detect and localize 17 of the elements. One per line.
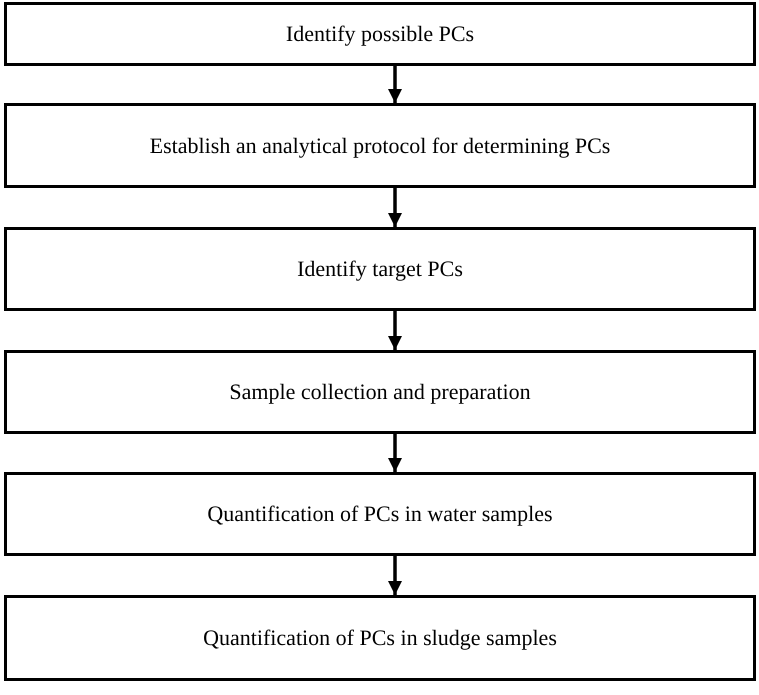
arrow <box>388 311 402 350</box>
process-box <box>4 350 756 434</box>
process-box <box>4 472 756 556</box>
arrow <box>388 188 402 227</box>
step-text: Identify target PCs <box>297 256 463 282</box>
process-box <box>4 227 756 311</box>
arrow <box>388 66 402 103</box>
process-box <box>4 595 756 681</box>
step-text: Establish an analytical protocol for determining PCs <box>150 132 610 158</box>
step-text: Quantification of PCs in sludge samples <box>203 625 557 651</box>
step-text: Sample collection and preparation <box>229 379 531 405</box>
step-text: Quantification of PCs in water samples <box>207 501 553 527</box>
process-box <box>4 2 756 66</box>
step-text: Identify possible PCs <box>286 21 474 47</box>
arrow <box>388 556 402 595</box>
process-box <box>4 103 756 188</box>
arrow <box>388 434 402 472</box>
